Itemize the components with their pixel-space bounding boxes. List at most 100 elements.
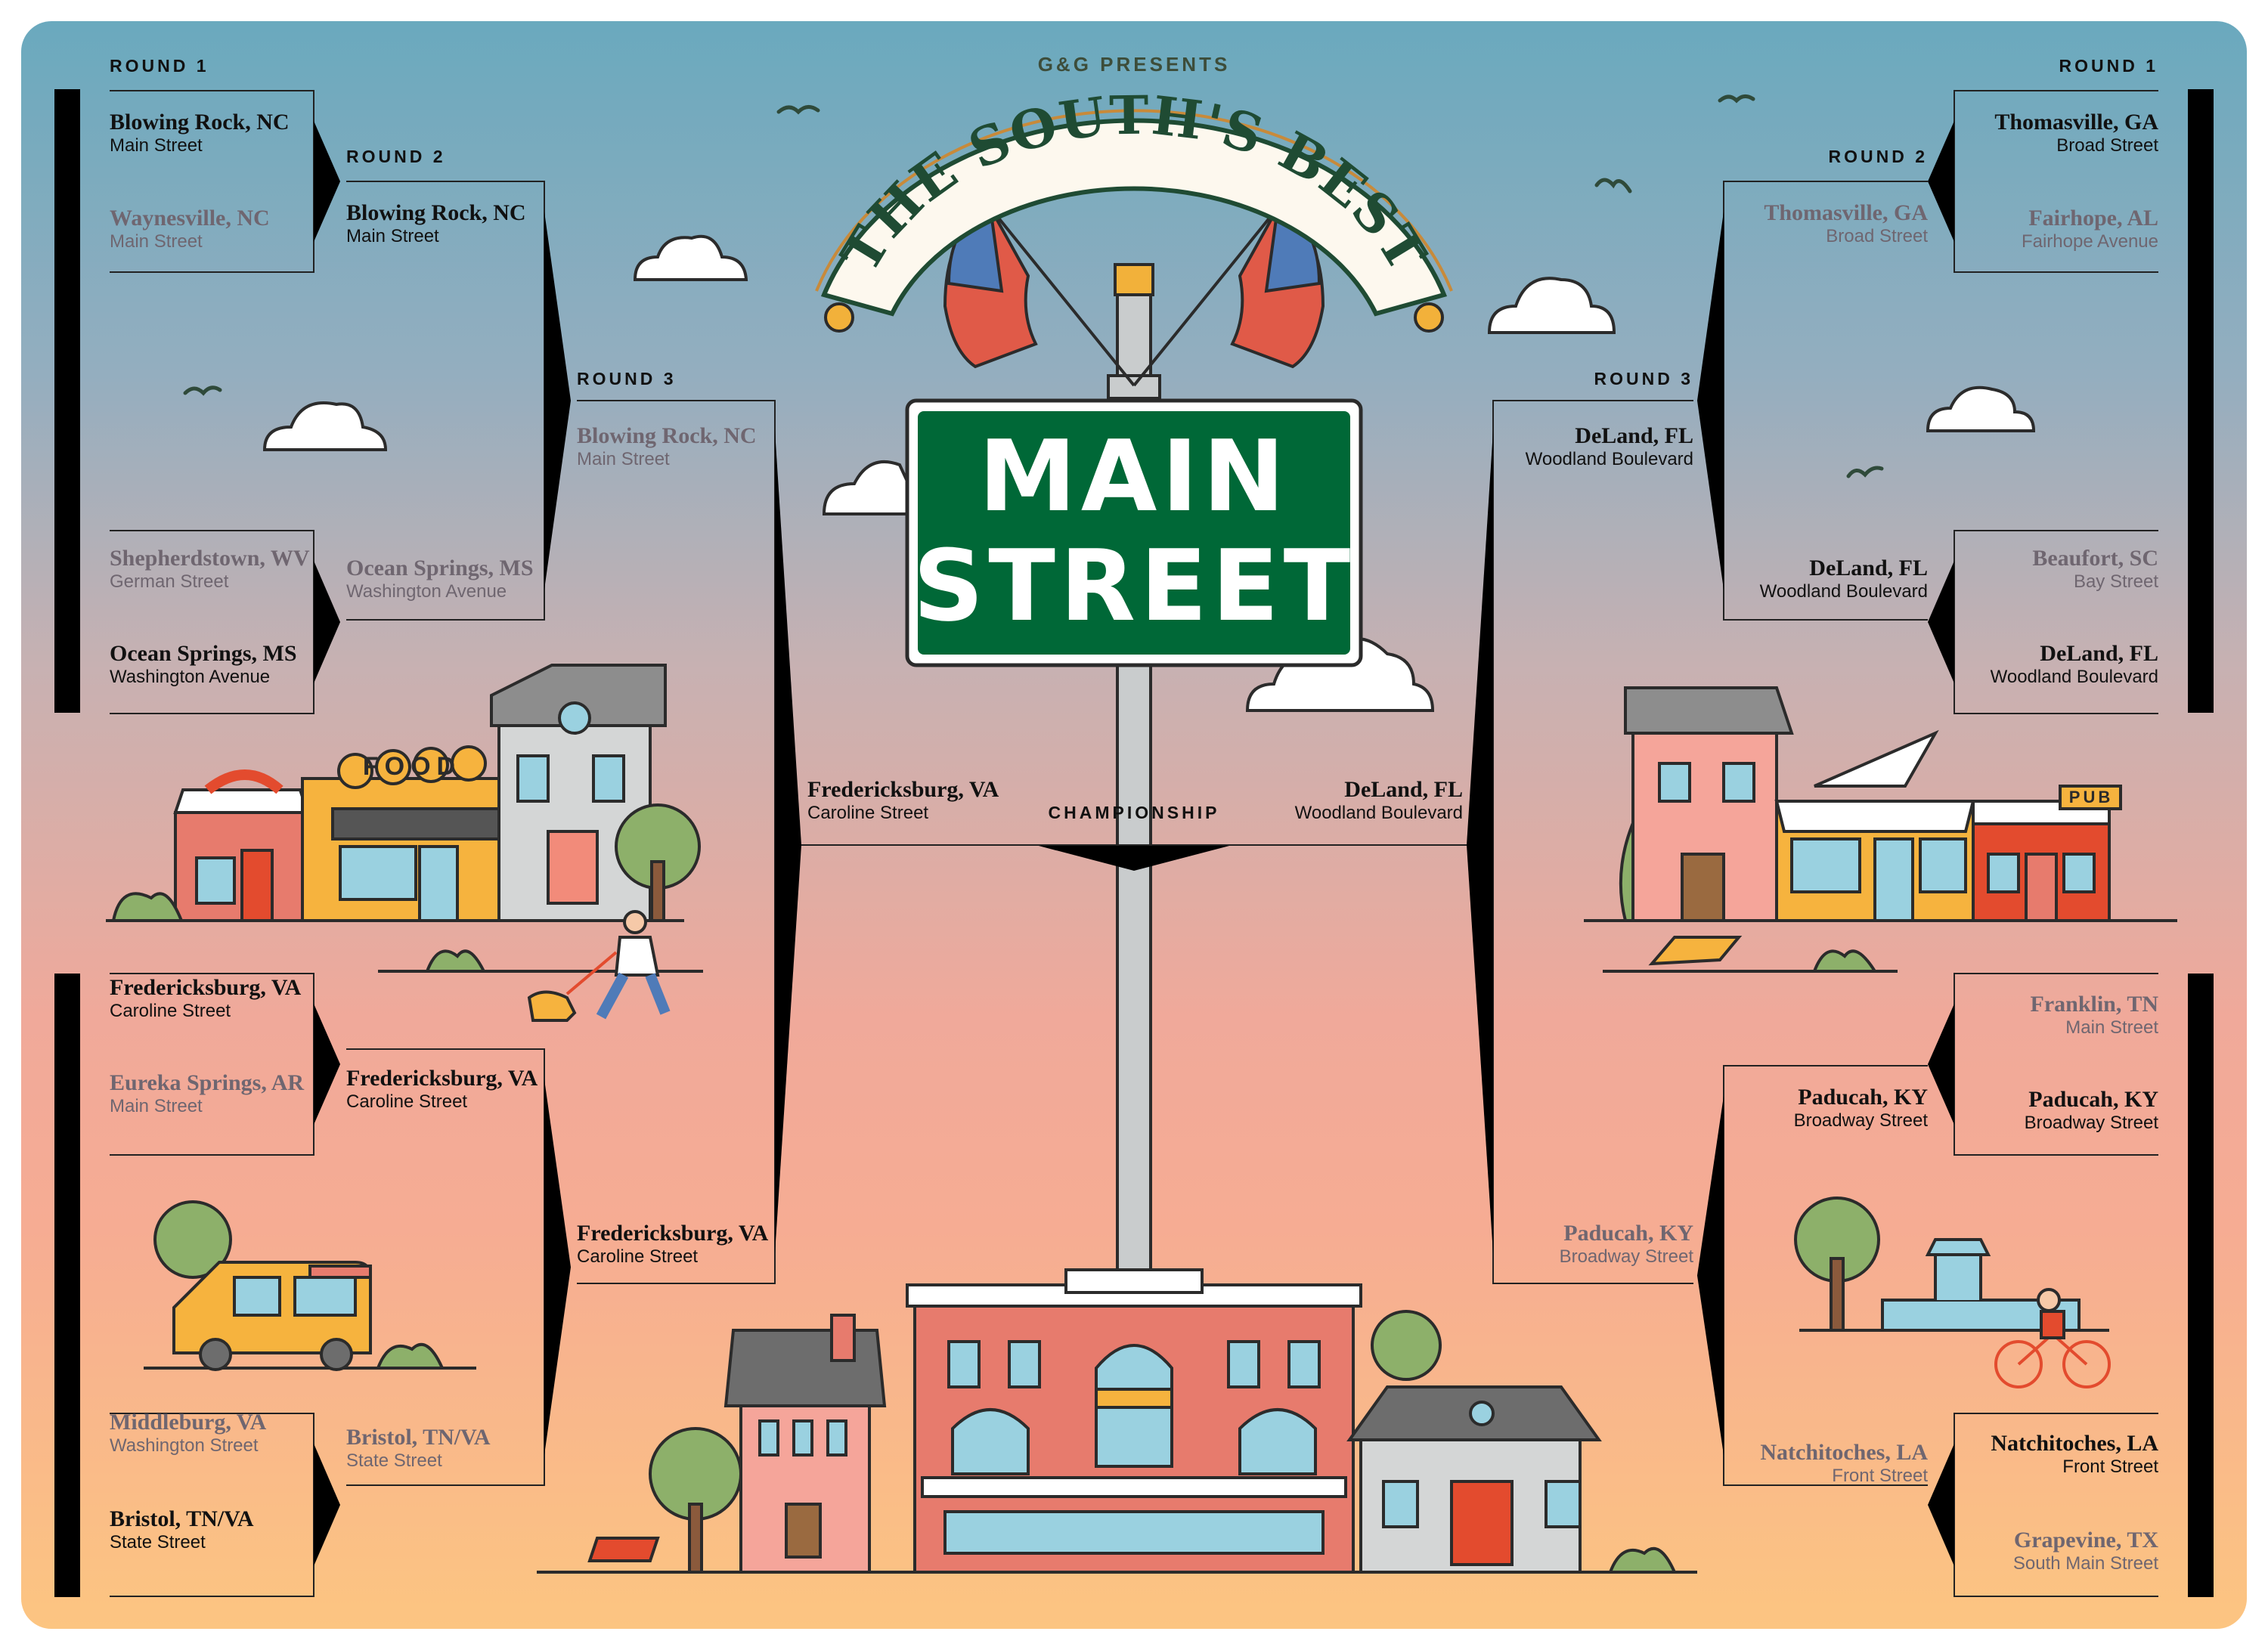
american-flag-icon bbox=[943, 206, 1325, 387]
food-sign bbox=[337, 745, 487, 789]
entry-city: Fairhope, AL bbox=[2028, 206, 2158, 231]
entry-city: Middleburg, VA bbox=[110, 1410, 267, 1435]
entry-city: Paducah, KY bbox=[1563, 1221, 1693, 1246]
championship-arrow bbox=[1036, 845, 1232, 871]
entry-city: Fredericksburg, VA bbox=[346, 1066, 538, 1091]
food-truck-illustration bbox=[144, 1200, 476, 1371]
entry-city: Fredericksburg, VA bbox=[807, 777, 999, 802]
entry-street: Woodland Boulevard bbox=[1294, 803, 1463, 823]
entry-street: South Main Street bbox=[2012, 1553, 2158, 1574]
entry-city: Waynesville, NC bbox=[110, 206, 270, 231]
entry-street: State Street bbox=[110, 1532, 206, 1552]
entry-city: Eureka Springs, AR bbox=[110, 1070, 305, 1095]
entry-city: Grapevine, TX bbox=[2013, 1528, 2158, 1552]
entry-street: Caroline Street bbox=[346, 1091, 468, 1112]
presents-label: G&G PRESENTS bbox=[1037, 53, 1231, 76]
bird-icon bbox=[183, 94, 1884, 478]
food-sign-text: FOOD bbox=[362, 752, 462, 781]
right-round3-label: ROUND 3 bbox=[1594, 369, 1693, 389]
entry-street: Broadway Street bbox=[1793, 1110, 1928, 1131]
entry-street: Main Street bbox=[110, 1096, 203, 1116]
entry-city: Shepherdstown, WV bbox=[110, 546, 310, 571]
entry-city: DeLand, FL bbox=[1344, 777, 1463, 802]
entry-city: DeLand, FL bbox=[1575, 423, 1693, 448]
left-round3-label: ROUND 3 bbox=[577, 369, 677, 389]
entry-street: Caroline Street bbox=[110, 1001, 231, 1021]
park-bench-illustration bbox=[1603, 936, 1898, 973]
entry-city: Paducah, KY bbox=[2028, 1087, 2158, 1112]
entry-city: Franklin, TN bbox=[2030, 992, 2159, 1017]
entry-city: Blowing Rock, NC bbox=[346, 200, 526, 225]
left-round2-label: ROUND 2 bbox=[346, 147, 446, 166]
entry-street: Fairhope Avenue bbox=[2021, 231, 2158, 252]
sign-line-street: STREET bbox=[912, 528, 1356, 643]
entry-city: DeLand, FL bbox=[2040, 641, 2158, 666]
entry-street: Front Street bbox=[1832, 1466, 1928, 1486]
cloud-icon bbox=[262, 234, 2036, 712]
fountain-cyclist-illustration bbox=[1794, 1196, 2111, 1388]
entry-street: Woodland Boulevard bbox=[1525, 449, 1693, 469]
dog-walker-illustration bbox=[378, 910, 703, 1022]
entry-street: Washington Avenue bbox=[110, 667, 271, 687]
entry-street: Main Street bbox=[346, 226, 439, 246]
entry-city: Ocean Springs, MS bbox=[110, 641, 297, 666]
entry-street: Main Street bbox=[2065, 1017, 2158, 1038]
right-top-bar bbox=[2188, 89, 2214, 713]
entry-city: Blowing Rock, NC bbox=[110, 110, 290, 135]
pole-bracket bbox=[1107, 374, 1161, 400]
entry-city: Fredericksburg, VA bbox=[110, 975, 302, 1000]
entry-city: DeLand, FL bbox=[1809, 556, 1928, 580]
entry-street: Broad Street bbox=[1826, 226, 1928, 246]
entry-city: Bristol, TN/VA bbox=[346, 1425, 491, 1450]
pole-cap bbox=[1114, 263, 1154, 296]
entry-city: Fredericksburg, VA bbox=[577, 1221, 769, 1246]
entry-street: Main Street bbox=[110, 231, 203, 252]
right-bottom-bar bbox=[2188, 974, 2214, 1597]
left-round1-label: ROUND 1 bbox=[110, 56, 209, 76]
entry-city: Ocean Springs, MS bbox=[346, 556, 534, 580]
entry-street: Broadway Street bbox=[2024, 1113, 2158, 1133]
entry-city: Thomasville, GA bbox=[1764, 200, 1928, 225]
entry-street: Woodland Boulevard bbox=[1759, 581, 1928, 602]
entry-street: Main Street bbox=[110, 135, 203, 156]
entry-street: Woodland Boulevard bbox=[1990, 667, 2158, 687]
main-street-sign bbox=[918, 411, 1350, 655]
right-round2-label: ROUND 2 bbox=[1828, 147, 1928, 166]
entry-street: State Street bbox=[346, 1450, 442, 1471]
bracket-arrows bbox=[314, 121, 1954, 1566]
entry-city: Thomasville, GA bbox=[1994, 110, 2158, 135]
entry-street: Bay Street bbox=[2073, 571, 2158, 592]
left-bottom-bar bbox=[54, 974, 80, 1597]
entry-street: Broadway Street bbox=[1559, 1246, 1693, 1267]
entry-city: Blowing Rock, NC bbox=[577, 423, 757, 448]
entry-street: Caroline Street bbox=[807, 803, 929, 823]
entry-street: Washington Street bbox=[110, 1435, 259, 1456]
entry-city: Bristol, TN/VA bbox=[110, 1506, 254, 1531]
